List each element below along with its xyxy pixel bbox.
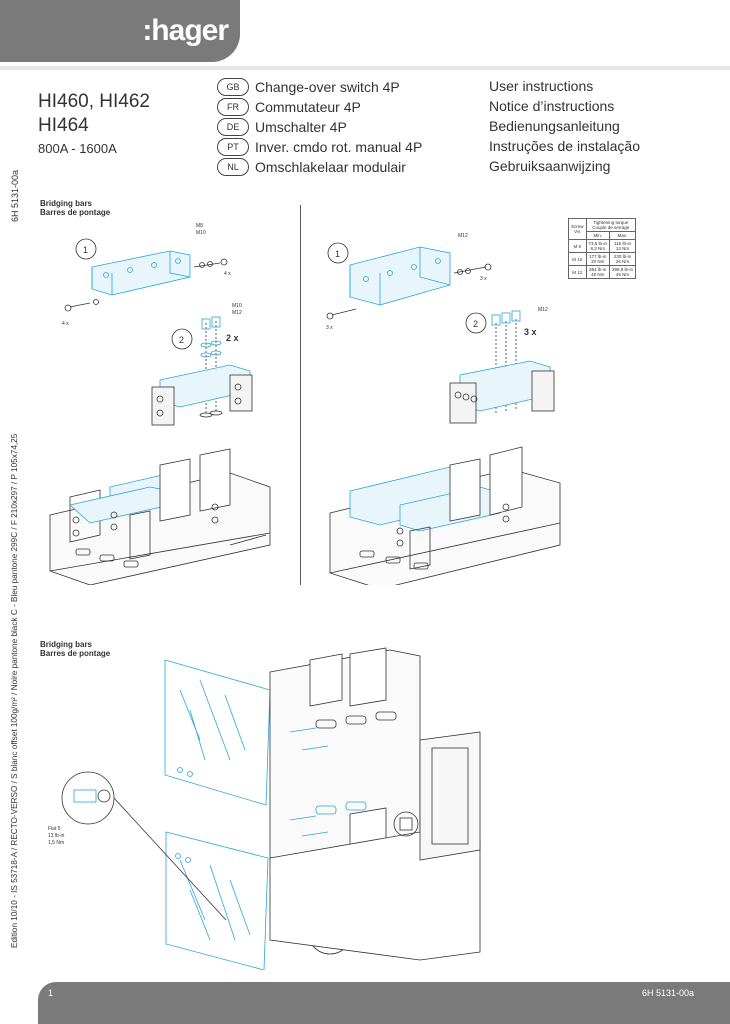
- bottom-assembly-diagram: Flat 5 13 lb-in 1,5 Nm: [48, 647, 481, 970]
- right-step1-marker: [327, 242, 349, 264]
- right-assembly-diagram: 1 2 M12 3 x 3 x M12 3 x: [326, 233, 561, 585]
- left-bolt-label-top: M8: [196, 223, 203, 229]
- left-step2-number: 2: [179, 335, 184, 345]
- lang-doc-gb: User instructions: [489, 78, 594, 94]
- lang-doc-nl: Gebruiksaanwijzing: [489, 158, 611, 174]
- right-bolt-step2: M12: [538, 307, 548, 313]
- left-qty-top: 4 x: [224, 271, 231, 277]
- product-models-line2: HI464: [38, 115, 89, 136]
- side-edition-text: Edition 10/10 - IS 53718-A / RECTO-VERSO…: [10, 433, 19, 948]
- section2-title-en: Bridging bars: [40, 640, 93, 649]
- lang-row-nl: NL Omschlakelaar modulair: [217, 158, 406, 178]
- step2-marker: [171, 328, 193, 350]
- right-qty-top: 3 x: [480, 276, 487, 282]
- lang-row-fr: FR Commutateur 4P: [217, 98, 361, 118]
- lang-code-badge: PT: [217, 138, 249, 157]
- lang-title: Omschlakelaar modulair: [255, 159, 406, 176]
- right-qty-step2: 3 x: [524, 327, 537, 337]
- lang-title: Commutateur 4P: [255, 99, 361, 116]
- lang-doc-pt: Instruções de instalação: [489, 138, 640, 154]
- svg-text:M10: M10: [196, 230, 206, 236]
- left-assembly-diagram: 1 2 M8 M10 4 x 4 x M10 M12 2 x: [49, 223, 271, 585]
- footer-doc-code: 6H 5131-00a: [641, 988, 694, 998]
- screw-note-2: 13 lb-in: [48, 833, 65, 839]
- product-models-line1: HI460, HI462: [38, 91, 150, 112]
- section1-title-fr: Barres de pontage: [40, 208, 111, 217]
- lang-code-badge: NL: [217, 158, 249, 177]
- header-logo-panel: :hager: [0, 0, 240, 62]
- lang-row-gb: GB Change-over switch 4P: [217, 78, 400, 98]
- screw-note-1: Flat 5: [48, 826, 61, 832]
- lang-code-badge: GB: [217, 78, 249, 97]
- right-bolt-label-top: M12: [458, 233, 468, 239]
- lang-title: Inver. cmdo rot. manual 4P: [255, 139, 423, 156]
- lang-code-badge: DE: [217, 118, 249, 137]
- left-bolt-step2: M10: [232, 303, 242, 309]
- left-step1-number: 1: [83, 245, 88, 255]
- lang-title: Umschalter 4P: [255, 119, 347, 136]
- right-qty-left: 3 x: [326, 325, 333, 331]
- right-step2-marker: [465, 312, 487, 334]
- lang-code-badge: FR: [217, 98, 249, 117]
- cover-top: [164, 659, 271, 806]
- product-title: HI460, HI462 HI464: [38, 90, 150, 138]
- header-divider: [0, 66, 730, 70]
- right-step2-number: 2: [473, 319, 478, 329]
- right-bridge-bar-1: [349, 246, 451, 306]
- right-step1-number: 1: [335, 249, 340, 259]
- left-qty-left: 4 x: [62, 321, 69, 327]
- section1-label: Bridging bars Barres de pontage: [40, 199, 110, 217]
- step1-marker: [75, 238, 97, 260]
- cover-bottom: [165, 831, 269, 970]
- magnifier-screw: [61, 771, 115, 825]
- page-number: 1: [48, 988, 54, 998]
- torque-min-header: Min.: [585, 231, 611, 240]
- lang-title: Change-over switch 4P: [255, 79, 400, 96]
- brand-logo: :hager: [142, 14, 229, 47]
- lang-row-de: DE Umschalter 4P: [217, 118, 347, 138]
- lang-row-pt: PT Inver. cmdo rot. manual 4P: [217, 138, 422, 158]
- lang-doc-de: Bedienungsanleitung: [489, 118, 620, 134]
- section1-title-en: Bridging bars: [40, 199, 93, 208]
- screw-note-3: 1,5 Nm: [48, 840, 64, 846]
- torque-max-header: Max.: [609, 231, 637, 240]
- section2-label: Bridging bars Barres de pontage: [40, 640, 110, 658]
- section2-title-fr: Barres de pontage: [40, 649, 111, 658]
- product-rating: 800A - 1600A: [38, 141, 117, 156]
- lang-doc-fr: Notice d’instructions: [489, 98, 615, 114]
- side-doc-code: 6H 5131-00a: [10, 169, 20, 222]
- column-divider: [300, 205, 301, 585]
- footer-bar: [38, 982, 730, 1024]
- svg-text:M12: M12: [232, 310, 242, 316]
- left-qty-step2: 2 x: [226, 333, 239, 343]
